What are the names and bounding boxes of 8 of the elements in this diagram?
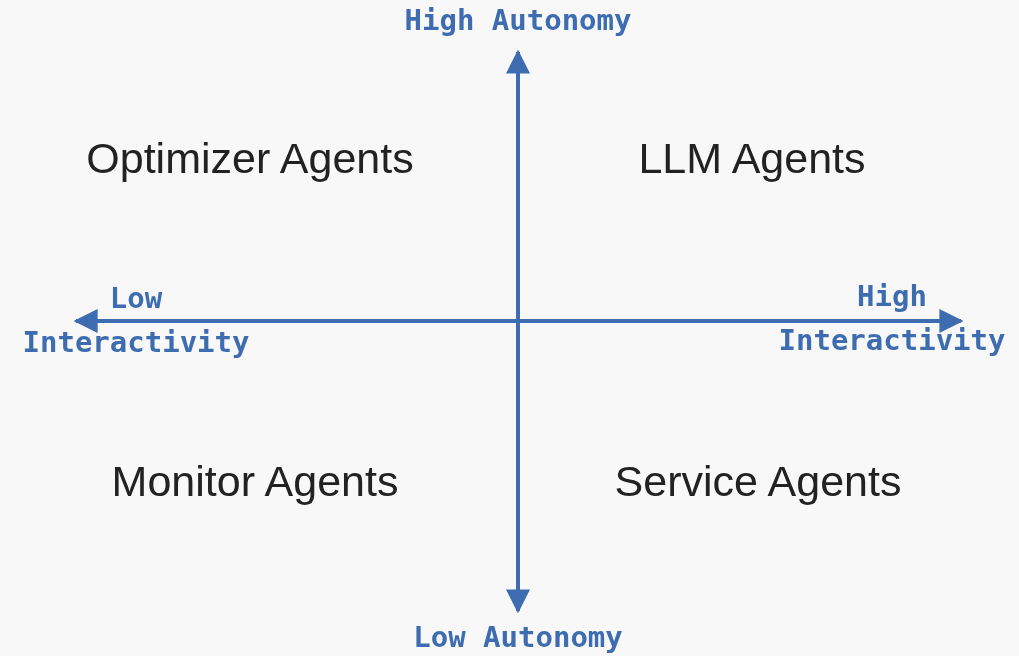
quadrant-label: Monitor Agents (111, 456, 399, 506)
quadrant-label: Optimizer Agents (86, 133, 414, 183)
axis-label: Low Autonomy (413, 619, 623, 656)
axis-label: Low Interactivity (21, 280, 251, 361)
axis-label: High Autonomy (404, 2, 632, 39)
quadrant-label: LLM Agents (638, 133, 866, 183)
axis-label: High Interactivity (777, 278, 1007, 359)
quadrant-label: Service Agents (614, 456, 902, 506)
